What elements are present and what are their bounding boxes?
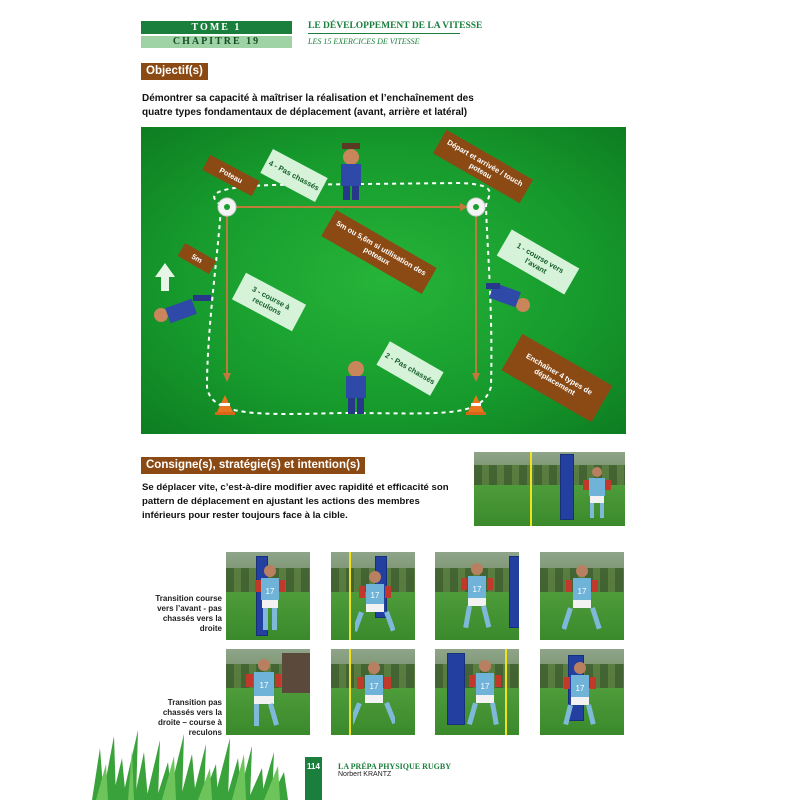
up-arrow-icon bbox=[155, 263, 175, 291]
player-photo-icon: 17 bbox=[467, 660, 501, 726]
jersey-number: 17 bbox=[370, 682, 379, 691]
jersey-number: 17 bbox=[481, 682, 490, 691]
tome-label: TOME 1 bbox=[141, 21, 292, 34]
jersey-number: 17 bbox=[260, 681, 269, 690]
jersey-number: 17 bbox=[473, 585, 482, 594]
photo-r1-3: 17 bbox=[435, 552, 519, 640]
grass-decoration-icon bbox=[92, 730, 288, 800]
player-left-icon bbox=[154, 295, 211, 324]
cone-left-icon bbox=[215, 395, 235, 415]
player-photo-icon: 17 bbox=[246, 659, 281, 726]
photo-intro bbox=[474, 452, 625, 526]
exercise-diagram: Poteau 4 - Pas chassés Départ et arrivée… bbox=[141, 127, 626, 434]
author-name: Norbert KRANTZ bbox=[338, 771, 392, 778]
photo-r2-2: 17 bbox=[331, 649, 415, 735]
jersey-number: 17 bbox=[578, 587, 587, 596]
photo-r1-4: 17 bbox=[540, 552, 624, 640]
footer-bar bbox=[305, 757, 322, 800]
player-bottom-icon bbox=[346, 361, 366, 414]
chapter-subtitle: LES 15 EXERCICES DE VITESSE bbox=[308, 37, 420, 46]
photo-r1-1: 17 bbox=[226, 552, 310, 640]
consigne-text: Se déplacer vite, c’est-à-dire modifier … bbox=[142, 482, 449, 521]
page-number: 114 bbox=[307, 762, 320, 771]
chapter-title: LE DÉVELOPPEMENT DE LA VITESSE bbox=[308, 21, 482, 34]
player-photo-icon bbox=[583, 467, 611, 518]
cone-right-icon bbox=[466, 395, 486, 415]
jersey-number: 17 bbox=[371, 591, 380, 600]
running-path bbox=[205, 181, 493, 415]
player-photo-icon: 17 bbox=[353, 662, 395, 725]
player-photo-icon: 17 bbox=[461, 563, 493, 629]
player-top-icon bbox=[341, 143, 361, 200]
jersey-number: 17 bbox=[576, 684, 585, 693]
consigne-label: Consigne(s), stratégie(s) et intention(s… bbox=[141, 457, 366, 474]
diagram-drawing bbox=[154, 143, 530, 415]
photo-r2-3: 17 bbox=[435, 649, 519, 735]
objective-text: Démontrer sa capacité à maîtriser la réa… bbox=[142, 93, 474, 118]
row2-caption: Transition pas chassés vers la droite – … bbox=[157, 698, 222, 737]
book-title: LA PRÉPA PHYSIQUE RUGBY bbox=[338, 762, 451, 771]
jersey-number: 17 bbox=[266, 587, 275, 596]
photo-r1-2: 17 bbox=[331, 552, 415, 640]
player-photo-icon: 17 bbox=[563, 662, 596, 726]
photo-r2-1: 17 bbox=[226, 649, 310, 735]
chapter-label: CHAPITRE 19 bbox=[141, 36, 292, 48]
player-photo-icon: 17 bbox=[355, 571, 395, 632]
player-photo-icon: 17 bbox=[255, 565, 285, 630]
player-right-icon bbox=[486, 282, 530, 312]
photo-r2-4: 17 bbox=[540, 649, 624, 735]
objective-label: Objectif(s) bbox=[141, 63, 208, 80]
row1-caption: Transition course vers l’avant - pas cha… bbox=[155, 594, 222, 633]
player-photo-icon: 17 bbox=[562, 565, 602, 630]
